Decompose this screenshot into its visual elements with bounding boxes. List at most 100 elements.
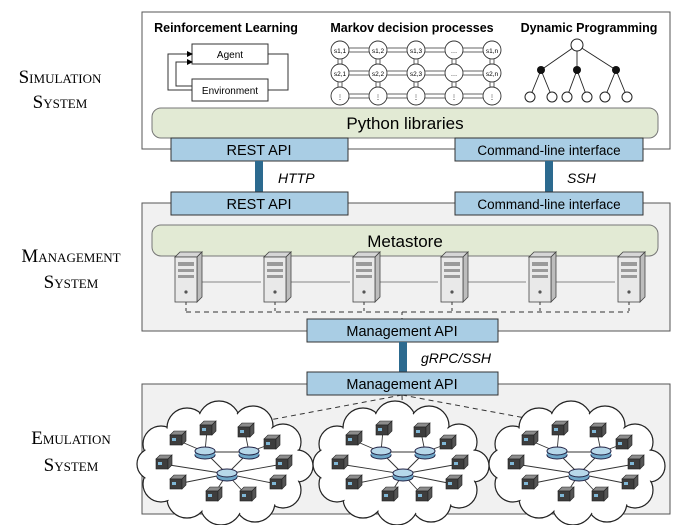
grpc-connector <box>399 342 407 372</box>
host-side <box>181 474 187 490</box>
agent-label: Agent <box>217 50 243 61</box>
http-connector <box>255 161 263 192</box>
server-led <box>538 290 542 294</box>
mdp-state-label: ⋮ <box>413 94 420 101</box>
dp-decision-node <box>537 66 545 74</box>
server-icon <box>352 256 376 303</box>
mgmt-rest-api-box <box>170 191 349 216</box>
server-drive <box>532 269 548 272</box>
mdp-state-label: s2,n <box>486 71 499 78</box>
host-screen <box>208 494 212 497</box>
rl-state-arrow <box>175 59 193 87</box>
host-screen <box>334 462 338 465</box>
dp-leaf-node <box>599 91 611 103</box>
host-screen <box>202 428 206 431</box>
host-screen <box>624 482 628 485</box>
emulation-label-line2: System <box>44 455 99 476</box>
ssh-connector <box>545 161 553 192</box>
mdp-state-label: s2,1 <box>334 71 347 78</box>
mdp-title: Markov decision processes <box>330 21 493 35</box>
mdp-state-label: s1,2 <box>372 48 385 55</box>
mdp-state-label: s1,n <box>486 48 499 55</box>
server-icon <box>174 256 198 303</box>
host-screen <box>630 462 634 465</box>
host-side <box>287 454 293 470</box>
python-libraries-label: Python libraries <box>346 114 463 133</box>
server-side <box>639 251 646 303</box>
server-drive <box>444 262 460 266</box>
server-drive <box>267 269 283 272</box>
router-icon <box>392 468 414 478</box>
server-drive <box>621 269 637 272</box>
mdp-state-label: … <box>451 48 458 55</box>
host-side <box>281 474 287 490</box>
mdp-state <box>406 40 426 60</box>
emu-management-api-label: Management API <box>346 377 457 393</box>
host-screen <box>348 438 352 441</box>
server-led <box>627 290 631 294</box>
mdp-state <box>444 40 464 60</box>
mdp-state-label: … <box>451 71 458 78</box>
mdp-state-label: s1,3 <box>410 48 423 55</box>
host-screen <box>242 494 246 497</box>
server-drive <box>532 262 548 266</box>
server-drive <box>621 262 637 266</box>
simulation-system-label: Simulation System <box>19 67 102 113</box>
host-screen <box>266 442 270 445</box>
host-screen <box>618 442 622 445</box>
mgmt-management-api-label: Management API <box>346 324 457 340</box>
dp-decision-node <box>612 66 620 74</box>
host-side <box>167 454 173 470</box>
host-screen <box>524 482 528 485</box>
host-screen <box>272 482 276 485</box>
host-side <box>249 422 255 438</box>
host-side <box>217 486 223 502</box>
server-led <box>362 290 366 294</box>
host-side <box>603 486 609 502</box>
server-icon <box>528 256 552 303</box>
host-screen <box>560 494 564 497</box>
management-label-line1: Management <box>21 246 120 267</box>
mdp-state <box>368 40 388 60</box>
router-icon <box>216 468 238 478</box>
emulation-label-line1: Emulation <box>31 428 111 449</box>
mdp-state <box>368 86 388 106</box>
python-libraries-bar <box>151 107 659 139</box>
host-side <box>533 474 539 490</box>
rl-loop: Agent Environment <box>167 43 289 102</box>
server-drive <box>356 269 372 272</box>
mgmt-cli-box <box>454 191 644 216</box>
environment-label: Environment <box>202 86 258 97</box>
host-side <box>569 486 575 502</box>
mdp-state-label: ⋮ <box>375 94 382 101</box>
host-side <box>211 420 217 436</box>
host-screen <box>378 428 382 431</box>
host-side <box>275 434 281 450</box>
server-drive <box>178 262 194 266</box>
host-side <box>343 454 349 470</box>
dp-root-node <box>570 38 584 52</box>
server-side <box>462 251 469 303</box>
host-side <box>519 454 525 470</box>
host-screen <box>510 462 514 465</box>
host-side <box>251 486 257 502</box>
host-screen <box>416 430 420 433</box>
server-drive <box>178 269 194 272</box>
host-link <box>338 463 404 475</box>
server-icon <box>440 256 464 303</box>
host-link <box>514 463 580 475</box>
metastore-bar <box>151 224 659 257</box>
server-side <box>285 251 292 303</box>
management-label-line2: System <box>44 272 99 293</box>
management-system-label: Management System <box>21 246 120 293</box>
mdp-state-label: ⋮ <box>489 94 496 101</box>
rl-title: Reinforcement Learning <box>154 21 298 35</box>
host-side <box>357 474 363 490</box>
host-side <box>181 430 187 446</box>
server-drive <box>444 275 460 278</box>
host-side <box>601 422 607 438</box>
server-side <box>196 251 203 303</box>
router-icon <box>238 446 260 456</box>
